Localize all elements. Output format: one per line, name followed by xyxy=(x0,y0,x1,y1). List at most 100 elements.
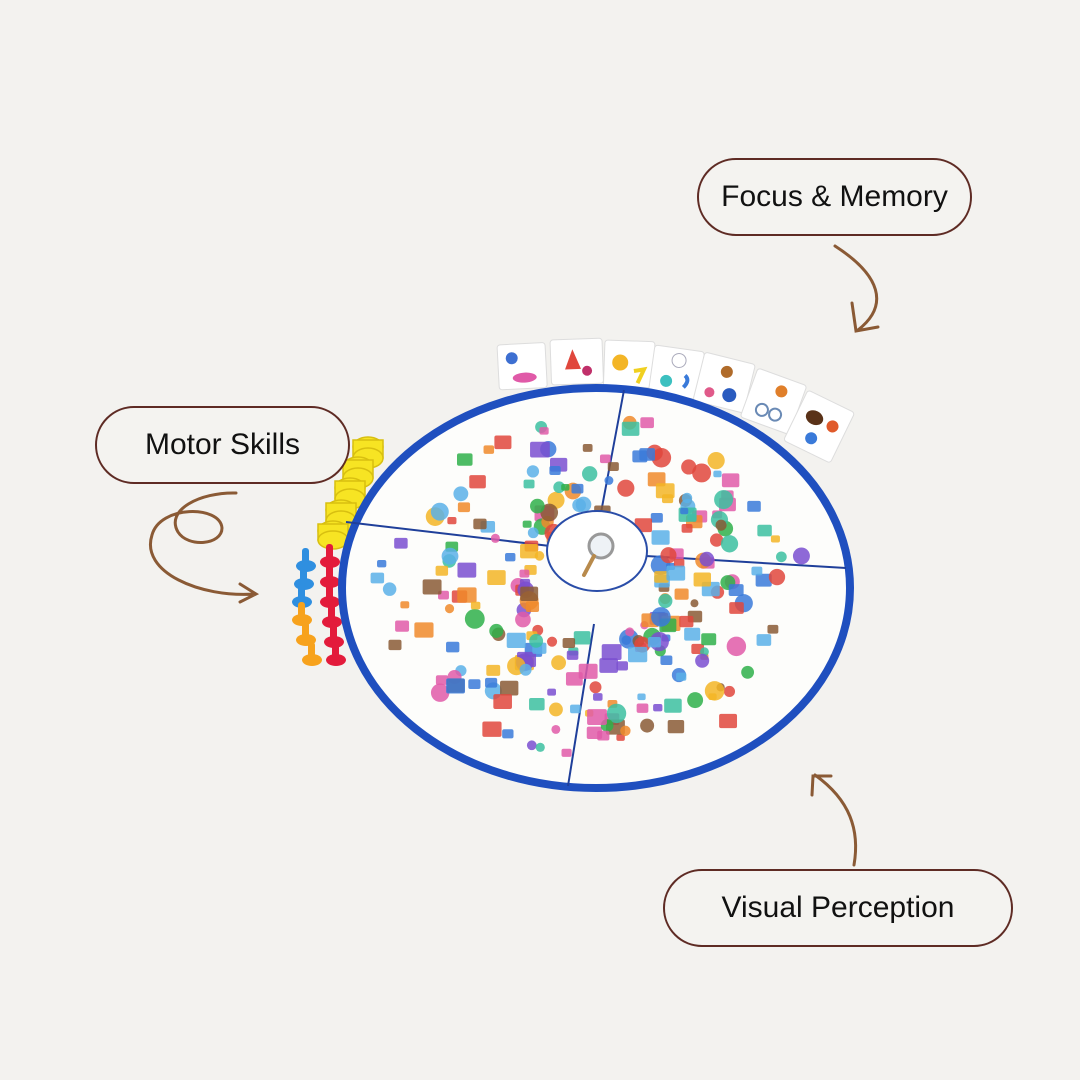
board-picture xyxy=(589,681,602,694)
board-picture xyxy=(647,636,661,648)
board-picture xyxy=(489,623,504,638)
board-picture xyxy=(587,709,607,725)
board-picture xyxy=(395,620,410,632)
picture-card xyxy=(783,390,855,463)
board-picture xyxy=(617,479,635,497)
board-picture xyxy=(422,579,442,595)
board-picture xyxy=(650,513,663,523)
board-picture xyxy=(676,672,687,681)
board-picture xyxy=(792,547,810,565)
board-picture xyxy=(486,664,501,676)
board-picture xyxy=(593,693,603,701)
board-picture xyxy=(540,503,559,522)
board-picture xyxy=(655,483,675,499)
yellow-ring-stacks xyxy=(317,436,384,550)
label-motor-skills-text: Motor Skills xyxy=(144,428,301,461)
board-picture xyxy=(529,697,545,711)
board-picture xyxy=(616,734,625,741)
board-picture xyxy=(708,693,717,700)
board-picture xyxy=(572,498,586,513)
board-picture xyxy=(723,685,736,698)
board-picture xyxy=(382,582,397,596)
board-picture xyxy=(597,730,610,741)
board-picture xyxy=(566,650,579,660)
board-picture xyxy=(520,586,539,601)
board-picture xyxy=(695,653,710,668)
board-picture xyxy=(640,417,654,429)
board-picture xyxy=(621,421,640,436)
board-picture xyxy=(674,588,689,600)
board-picture xyxy=(447,516,457,525)
board-picture xyxy=(757,524,772,537)
board-picture xyxy=(570,704,581,714)
board-picture xyxy=(620,725,631,737)
picture-card xyxy=(693,352,756,413)
board-picture xyxy=(715,519,727,531)
board-picture xyxy=(770,535,780,543)
board-picture xyxy=(625,627,635,637)
board-picture xyxy=(651,607,671,627)
board-picture xyxy=(457,587,477,603)
board-picture xyxy=(453,486,469,502)
board-picture xyxy=(539,427,549,435)
board-picture xyxy=(520,544,538,559)
orange-pegs xyxy=(292,602,322,666)
board-picture xyxy=(707,452,725,470)
picture-cards xyxy=(496,337,855,463)
board-picture xyxy=(535,742,545,752)
board-picture xyxy=(604,476,614,485)
board-picture xyxy=(719,713,738,729)
board-picture xyxy=(726,636,747,657)
board-picture xyxy=(606,703,627,724)
board-picture xyxy=(519,569,530,578)
board-picture xyxy=(721,473,740,488)
board-picture xyxy=(599,454,611,464)
board-picture xyxy=(500,680,519,696)
board-picture xyxy=(370,572,385,584)
board-picture xyxy=(578,663,598,679)
board-picture xyxy=(654,571,669,583)
label-focus-memory: Focus & Memory xyxy=(697,158,972,236)
board-picture xyxy=(775,551,787,563)
arrow-motor-icon xyxy=(148,491,260,604)
board-picture xyxy=(582,466,598,482)
board-picture xyxy=(430,683,450,702)
board-picture xyxy=(699,551,715,567)
board-picture xyxy=(681,459,697,475)
board-picture xyxy=(561,748,572,757)
board-picture xyxy=(714,490,734,510)
board-picture xyxy=(639,448,655,461)
blue-pegs xyxy=(292,548,316,608)
board-picture xyxy=(692,463,712,483)
board-picture xyxy=(680,507,689,515)
board-picture xyxy=(713,470,722,478)
board-divider xyxy=(567,623,595,787)
board-picture xyxy=(660,655,673,666)
board-picture xyxy=(485,677,498,688)
board-picture xyxy=(640,718,655,733)
board-picture xyxy=(519,663,532,676)
board-picture xyxy=(664,698,682,713)
board-picture xyxy=(506,632,526,648)
board-picture xyxy=(651,530,670,545)
board-picture xyxy=(523,479,535,489)
board-picture xyxy=(482,721,502,737)
board-picture xyxy=(526,465,540,478)
board-picture xyxy=(647,472,666,487)
board-picture xyxy=(681,492,693,504)
board-picture xyxy=(530,498,545,514)
board-picture xyxy=(690,599,699,608)
board-picture xyxy=(751,566,763,576)
red-pegs xyxy=(320,544,346,666)
board-picture xyxy=(616,661,628,671)
label-visual-perception-text: Visual Perception xyxy=(721,891,955,924)
board-picture xyxy=(601,644,622,661)
board-picture xyxy=(530,441,550,458)
board-picture xyxy=(473,518,487,530)
board-picture xyxy=(565,672,583,686)
board-picture xyxy=(400,601,410,609)
board-picture xyxy=(394,537,408,549)
board-picture xyxy=(526,740,537,751)
board-picture xyxy=(747,500,761,512)
